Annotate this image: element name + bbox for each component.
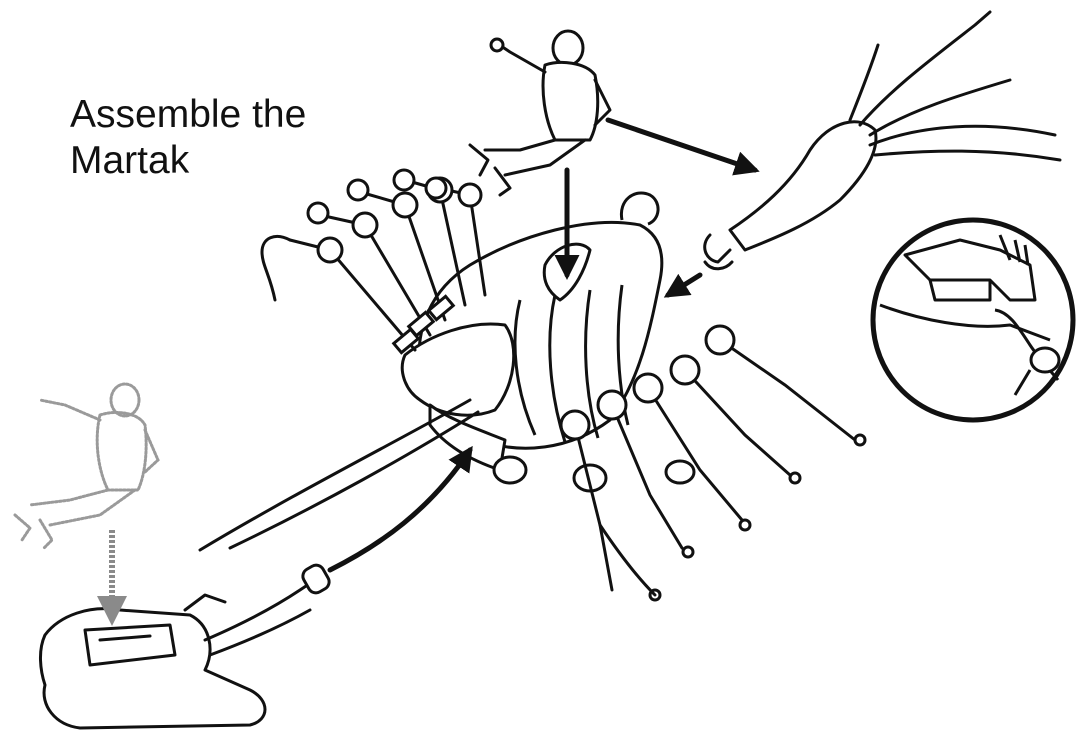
saddle-base-part — [40, 562, 332, 728]
arrow-rider-to-arm — [608, 120, 755, 170]
ghost-rider-figure — [15, 384, 158, 548]
martak-body — [402, 193, 694, 491]
arrow-arm-to-body — [668, 275, 700, 295]
detail-inset — [873, 220, 1073, 420]
arrow-base-to-mouth — [330, 450, 470, 570]
rider-figure — [470, 31, 610, 195]
